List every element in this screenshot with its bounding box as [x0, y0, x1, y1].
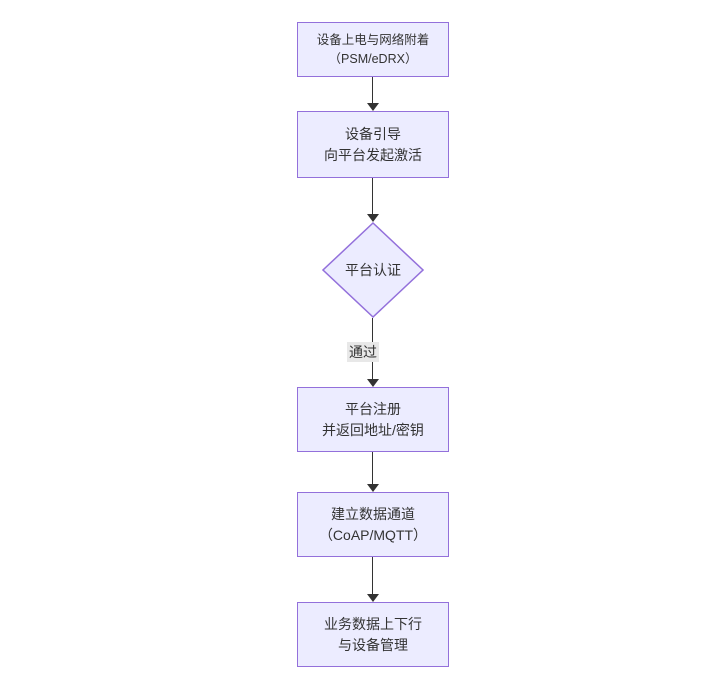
node-label-line: 并返回地址/密钥 — [322, 421, 424, 438]
node-platform-register[interactable]: 平台注册 并返回地址/密钥 — [297, 387, 449, 452]
arrow-down-icon — [367, 594, 379, 602]
decision-platform-auth[interactable]: 平台认证 — [322, 222, 424, 318]
node-label-line: 设备上电与网络附着 — [316, 32, 430, 47]
node-label-line: 平台注册 — [345, 400, 401, 417]
decision-label: 平台认证 — [345, 262, 401, 278]
node-business-data-device-mgmt[interactable]: 业务数据上下行 与设备管理 — [297, 602, 449, 667]
arrow-down-icon — [367, 484, 379, 492]
node-label-line: 向平台发起激活 — [324, 146, 422, 163]
arrow-down-icon — [367, 214, 379, 222]
edge-line — [372, 557, 373, 595]
node-label-line: 业务数据上下行 — [324, 615, 422, 632]
node-label-line: 设备引导 — [345, 125, 401, 142]
edge-line — [372, 452, 373, 485]
arrow-down-icon — [367, 103, 379, 111]
edge-line — [372, 178, 373, 215]
node-label-line: 与设备管理 — [338, 636, 408, 653]
node-label-line: （PSM/eDRX） — [328, 51, 418, 66]
node-label-line: 建立数据通道 — [331, 505, 415, 522]
edge-label-pass: 通过 — [347, 342, 379, 362]
node-data-channel[interactable]: 建立数据通道 （CoAP/MQTT） — [297, 492, 449, 557]
node-device-bootstrap[interactable]: 设备引导 向平台发起激活 — [297, 111, 449, 178]
node-power-on-network-attach[interactable]: 设备上电与网络附着 （PSM/eDRX） — [297, 22, 449, 77]
node-label-line: （CoAP/MQTT） — [318, 526, 428, 543]
diamond-shape-icon — [322, 222, 424, 318]
edge-line — [372, 77, 373, 104]
arrow-down-icon — [367, 379, 379, 387]
